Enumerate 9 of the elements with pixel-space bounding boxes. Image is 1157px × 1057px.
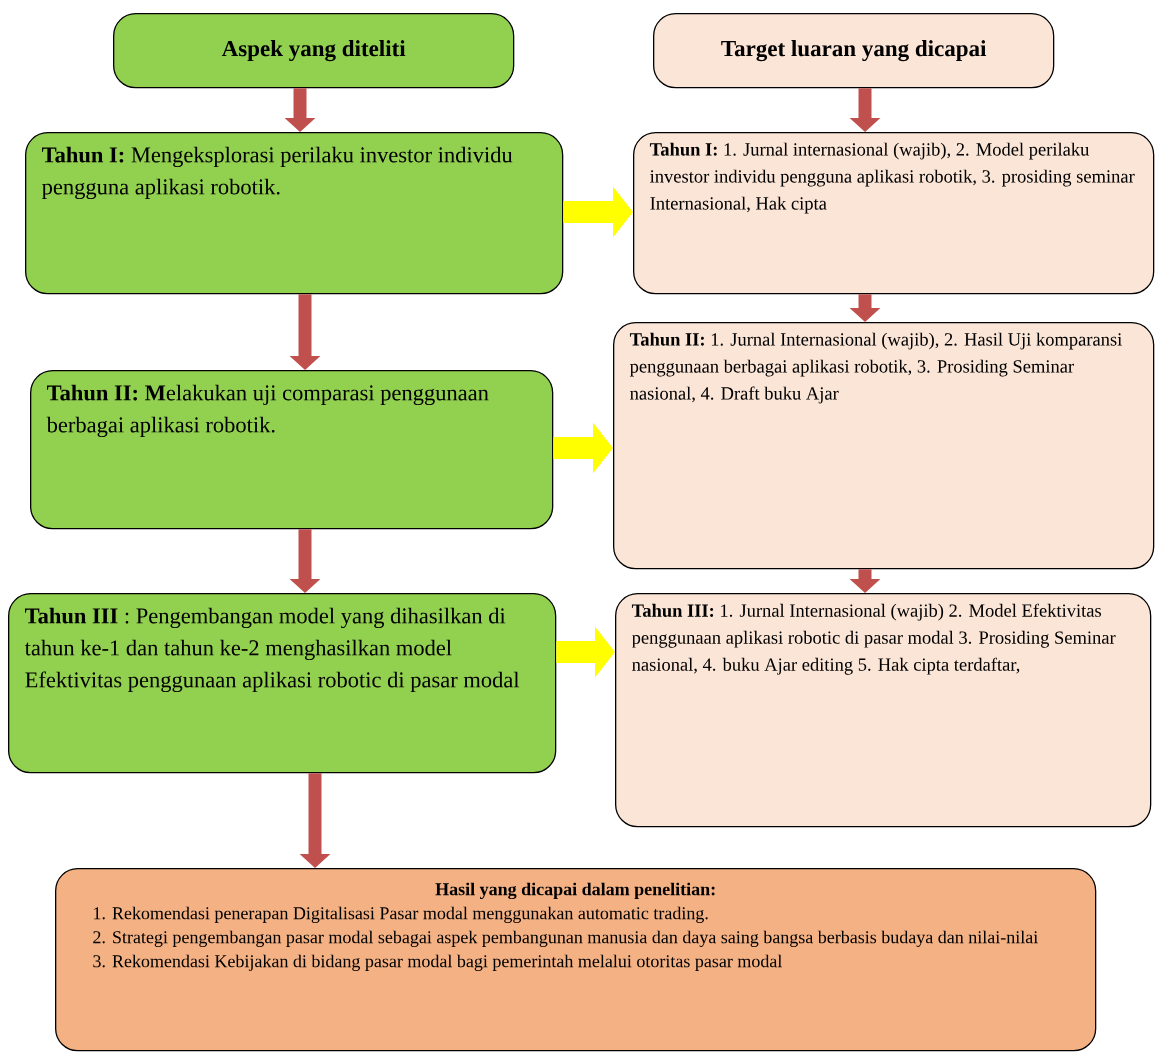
output-box: Tahun III: 1. Jurnal Internasional (wajib) 2. Model Efektivitas penggunaan aplikasi robotic di pasar modal 3. Prosiding Seminar nasional, 4. buku Ajar editing 5. Hak cipta terdaftar, [615,593,1152,828]
output-box: Tahun I: 1. Jurnal internasional (wajib), 2. Model perilaku investor individu pengguna aplikasi robotik, 3. prosiding seminar Internasional, Hak cipta [633,132,1155,295]
process-box: Tahun III : Pengembangan model yang dihasilkan di tahun ke-1 dan tahun ke-2 menghasilkan model Efektivitas penggunaan aplikasi robotic di pasar modal [8,593,557,774]
process-box: Tahun I: Mengeksplorasi perilaku investor individu pengguna aplikasi robotik. [25,132,564,295]
header-box: Aspek yang diteliti [113,13,515,89]
output-box: Tahun II: 1. Jurnal Internasional (wajib), 2. Hasil Uji komparansi penggunaan berbagai aplikasi robotik, 3. Prosiding Seminar nasional, 4. Draft buku Ajar [613,322,1155,570]
process-box: Tahun II: Melakukan uji comparasi penggunaan berbagai aplikasi robotik. [30,370,554,530]
header-box: Target luaran yang dicapai [653,13,1055,89]
result-box: Hasil yang dicapai dalam penelitian: 1. Rekomendasi penerapan Digitalisasi Pasar modal menggunakan automatic trading. 2. Strategi pengembangan pasar modal sebagai aspek pembangunan manusia dan daya saing bangsa berbasis budaya dan nilai-nilai 3. Rekomendasi Kebijakan di bidang pasar modal bagi pemerintah melalui otoritas pasar modal [55,868,1097,1052]
